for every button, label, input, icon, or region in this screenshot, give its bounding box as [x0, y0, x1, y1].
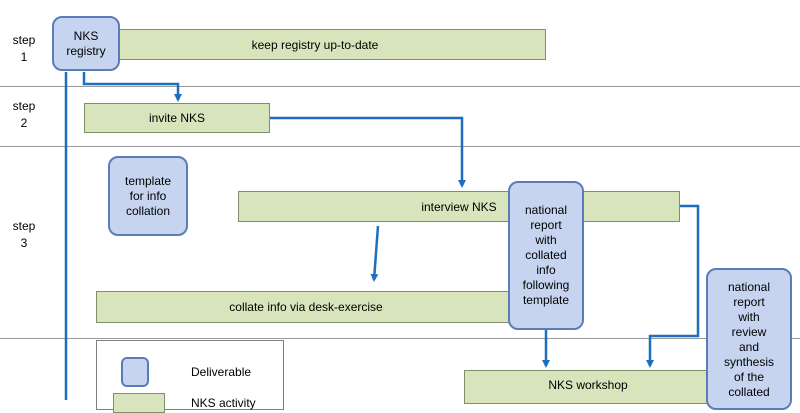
report-collated-line-5: info: [536, 263, 556, 277]
report-collated-line-4: collated: [525, 248, 567, 262]
report-collated-line-7: template: [522, 293, 569, 307]
activity-interview-nks-label: interview NKS: [421, 199, 497, 214]
activity-collate-info: collate info via desk-exercise: [96, 291, 516, 323]
row-separator-2: [0, 146, 800, 147]
step-1-number: 1: [20, 50, 28, 64]
step-1-word: step: [12, 33, 36, 47]
report-review-line-4: review: [731, 325, 767, 339]
activity-collate-info-label: collate info via desk-exercise: [229, 300, 383, 314]
activity-nks-workshop: NKS workshop: [464, 370, 712, 404]
report-review-line-5: and: [738, 340, 760, 354]
report-collated-line-3: with: [535, 233, 557, 247]
connector-arrows: [64, 72, 700, 400]
template-line-2: for info: [129, 188, 167, 203]
activity-interview-nks: interview NKS: [238, 191, 680, 222]
deliverable-national-report-collated: national report with collated info follo…: [508, 181, 584, 330]
deliverable-nks-registry: NKS registry: [52, 16, 120, 71]
activity-nks-workshop-label: NKS workshop: [548, 378, 628, 392]
report-collated-line-2: report: [530, 218, 562, 232]
activity-invite-nks-label: invite NKS: [148, 111, 206, 125]
report-collated-line-1: national: [524, 203, 568, 217]
report-review-line-7: of the: [733, 370, 765, 384]
row-separator-1: [0, 86, 800, 87]
deliverable-template: template for info collation: [108, 156, 188, 236]
nks-registry-line-2: registry: [66, 43, 106, 58]
template-line-1: template: [124, 173, 172, 188]
step-3-label: step 3: [4, 218, 44, 252]
row-separator-3: [0, 338, 800, 339]
step-3-word: step: [12, 219, 36, 233]
legend-activity-label: NKS activity: [191, 396, 256, 410]
arrow-registry-invite: [82, 72, 182, 102]
activity-keep-registry: keep registry up-to-date: [84, 29, 546, 60]
report-collated-line-6: following: [522, 278, 570, 292]
arrow-invite-interview: [270, 116, 466, 188]
activity-invite-nks: invite NKS: [84, 103, 270, 133]
report-review-line-2: report: [733, 295, 765, 309]
deliverable-national-report-review: national report with review and synthesi…: [706, 268, 792, 410]
nks-registry-line-1: NKS: [73, 28, 99, 43]
report-review-line-8: collated: [728, 385, 770, 399]
arrow-interview-collate: [370, 225, 380, 282]
report-review-line-3: with: [738, 310, 760, 324]
step-2-number: 2: [20, 116, 28, 130]
report-review-line-1: national: [727, 280, 771, 294]
step-1-label: step 1: [4, 32, 44, 66]
step-2-label: step 2: [4, 98, 44, 132]
legend-activity-swatch: [113, 393, 165, 413]
step-3-number: 3: [20, 236, 28, 250]
legend-deliverable-swatch: [121, 357, 149, 387]
step-2-word: step: [12, 99, 36, 113]
legend-deliverable-label: Deliverable: [191, 365, 252, 379]
arrow-interview-workshop: [646, 204, 700, 368]
activity-keep-registry-label: keep registry up-to-date: [251, 37, 379, 52]
report-review-line-6: synthesis: [723, 355, 775, 369]
template-line-3: collation: [125, 203, 171, 218]
